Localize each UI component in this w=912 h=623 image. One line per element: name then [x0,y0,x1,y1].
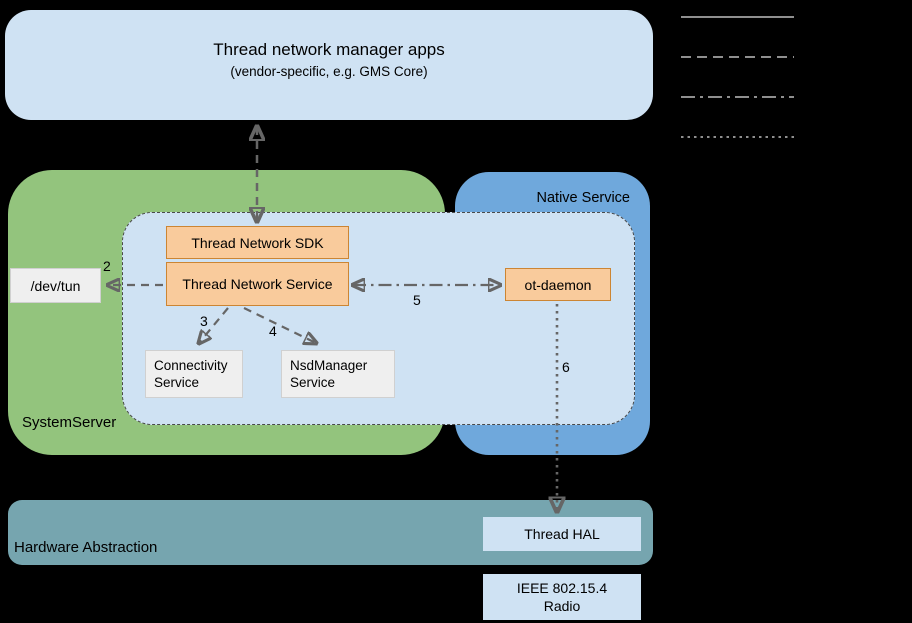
dev-tun-node: /dev/tun [10,268,101,303]
native-service-label: Native Service [536,190,630,206]
nsd-manager-service-line1: NsdManager [290,358,368,373]
thread-network-manager-apps-box: Thread network manager apps (vendor-spec… [5,10,653,120]
apps-box-subtitle: (vendor-specific, e.g. GMS Core) [230,64,428,79]
thread-hal-node: Thread HAL [483,517,641,551]
edge-label-2: 2 [103,258,111,274]
connectivity-service-node: Connectivity Service [145,350,243,398]
ieee-radio-line1: IEEE 802.15.4 [516,580,608,596]
thread-network-service-node: Thread Network Service [166,262,349,306]
nsd-manager-service-line2: Service [290,375,336,390]
ieee-radio-line2: Radio [543,598,581,614]
ieee-802-15-4-radio-node: IEEE 802.15.4 Radio [483,574,641,620]
nsd-manager-service-node: NsdManager Service [281,350,395,398]
edge-label-6: 6 [562,359,570,375]
connectivity-service-line2: Service [154,375,200,390]
edge-label-3: 3 [200,313,208,329]
apps-box-title: Thread network manager apps [213,40,445,59]
edge-label-5: 5 [413,292,421,308]
edge-label-4: 4 [269,323,277,339]
system-server-label: SystemServer [22,414,117,431]
thread-network-sdk-node: Thread Network SDK [166,226,349,259]
ot-daemon-node: ot-daemon [505,268,611,301]
hardware-abstraction-label: Hardware Abstraction [14,539,158,556]
connectivity-service-line1: Connectivity [154,358,228,373]
